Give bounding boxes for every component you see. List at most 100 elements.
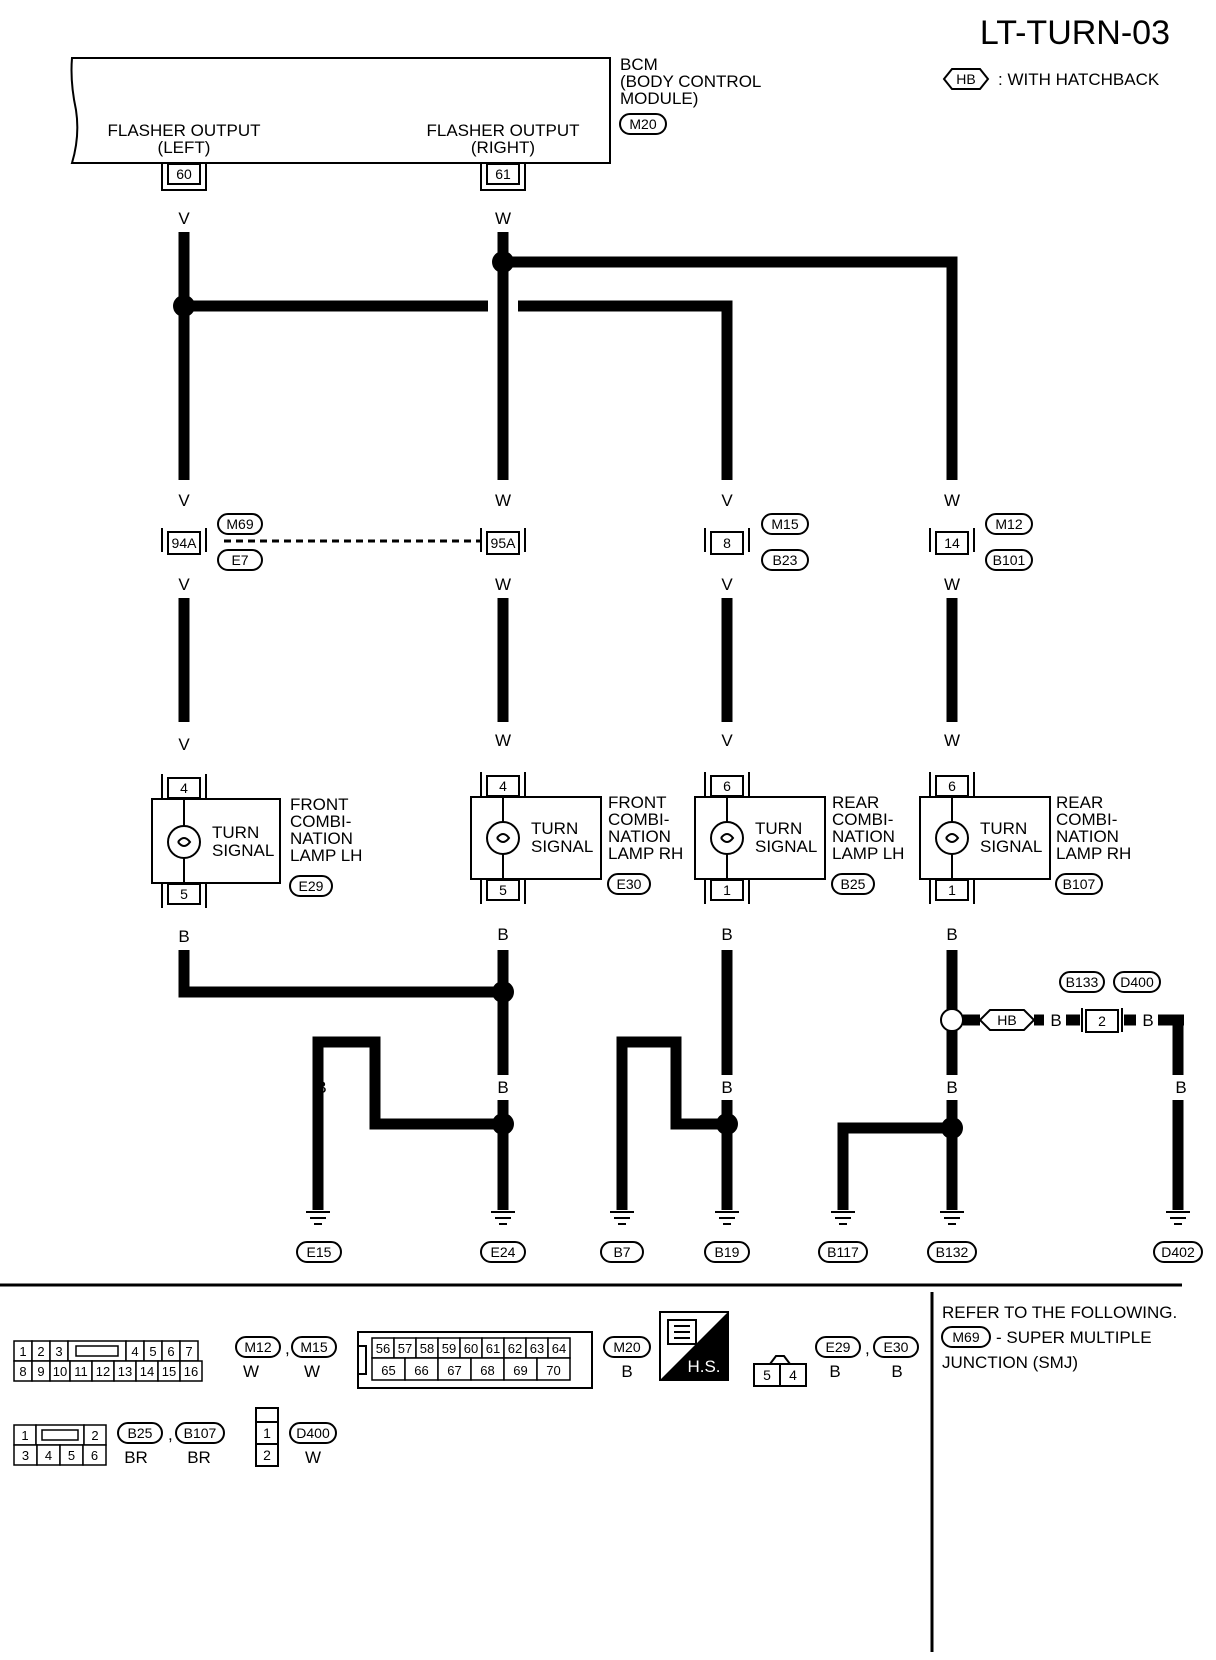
wire-color-left-upper: V bbox=[178, 209, 190, 228]
connector-view-m20-pin-57: 57 bbox=[398, 1341, 412, 1356]
connector-view-m12-pin-15: 15 bbox=[162, 1364, 176, 1379]
joint-connector-95a: 95A bbox=[480, 528, 526, 555]
lamp-front-lh-inner1: TURN bbox=[212, 823, 259, 842]
lamp-front-lh-name1: FRONT bbox=[290, 795, 349, 814]
ground-d402: D402 bbox=[1153, 1211, 1203, 1263]
connector-view-b25-pin-1: 1 bbox=[21, 1428, 28, 1443]
lamp-front-rh: 4 TURN SIGNAL 5 FRONT COMBI- NATION LAMP… bbox=[470, 772, 683, 904]
wire-color-b7: B bbox=[616, 1078, 627, 1097]
lamp-front-rh-name4: LAMP RH bbox=[608, 844, 683, 863]
connector-view-m20-pin-60: 60 bbox=[464, 1341, 478, 1356]
wire-color-b19-jumper: B bbox=[670, 1078, 681, 1097]
lower-wiring bbox=[178, 950, 1184, 1210]
connector-view-e29-sep: , bbox=[865, 1339, 870, 1358]
middle-wiring bbox=[178, 598, 958, 722]
connector-view-b25-id1: B25 bbox=[128, 1425, 153, 1441]
wire-color-col2-mid: W bbox=[495, 575, 511, 594]
connector-view-m12-sep: , bbox=[285, 1339, 290, 1358]
connector-view-m12-pin-4: 4 bbox=[131, 1344, 138, 1359]
wire-color-col4-top: W bbox=[944, 491, 960, 510]
lamp-rear-lh-inner1: TURN bbox=[755, 819, 802, 838]
connector-view-d400-color: W bbox=[305, 1448, 321, 1467]
lamp-rear-rh-name1: REAR bbox=[1056, 793, 1103, 812]
legend-hb-text: : WITH HATCHBACK bbox=[998, 70, 1160, 89]
connector-view-b25-pin-2: 2 bbox=[91, 1428, 98, 1443]
lamp-front-lh-name3: NATION bbox=[290, 829, 353, 848]
connector-view-m20-pin-67: 67 bbox=[447, 1363, 461, 1378]
lamp-rear-rh-pin-top: 6 bbox=[948, 778, 956, 794]
connector-view-m12-color2: W bbox=[304, 1362, 320, 1381]
wire-color-col2-low: W bbox=[495, 731, 511, 750]
joint-connector-95a-pin: 95A bbox=[491, 535, 517, 551]
lamp-front-rh-name3: NATION bbox=[608, 827, 671, 846]
connector-view-m12-pin-3: 3 bbox=[55, 1344, 62, 1359]
connector-view-m12-pin-10: 10 bbox=[53, 1364, 67, 1379]
wire-color-col2-top: W bbox=[495, 491, 511, 510]
connector-view-m12-pin-6: 6 bbox=[167, 1344, 174, 1359]
bulb-icon bbox=[935, 821, 969, 855]
ground-b117-id: B117 bbox=[827, 1244, 859, 1260]
connector-view-m20-pin-70: 70 bbox=[546, 1363, 560, 1378]
connector-view-m12-pin-7: 7 bbox=[185, 1344, 192, 1359]
wire-color-col1-low: V bbox=[178, 735, 190, 754]
footnote-line2: - SUPER MULTIPLE bbox=[996, 1328, 1152, 1347]
connector-view-e29-pin-b: 4 bbox=[789, 1367, 797, 1383]
joint-connector-8-bottom-id: B23 bbox=[773, 552, 798, 568]
lamp-rear-rh-inner2: SIGNAL bbox=[980, 837, 1042, 856]
wire-color-col4-mid: W bbox=[944, 575, 960, 594]
wire-color-col1-gnd: B bbox=[178, 927, 189, 946]
connector-view-m20-pin-66: 66 bbox=[414, 1363, 428, 1378]
lamp-rear-rh-name2: COMBI- bbox=[1056, 810, 1117, 829]
upper-wiring bbox=[173, 232, 958, 480]
connector-view-m20-pin-68: 68 bbox=[480, 1363, 494, 1378]
connector-view-d400-pin-2: 2 bbox=[263, 1447, 271, 1463]
footnote-line3: JUNCTION (SMJ) bbox=[942, 1353, 1078, 1372]
bulb-icon bbox=[167, 825, 201, 859]
footnote: REFER TO THE FOLLOWING. M69 - SUPER MULT… bbox=[941, 1303, 1177, 1372]
ground-b132: B132 bbox=[927, 1211, 977, 1263]
connector-view-d400: 1 2 bbox=[255, 1407, 279, 1467]
wire-color-col3-mid: V bbox=[721, 575, 733, 594]
hb-connector-id1: B133 bbox=[1066, 974, 1099, 990]
footnote-line1: REFER TO THE FOLLOWING. bbox=[942, 1303, 1177, 1322]
ground-b19: B19 bbox=[704, 1211, 750, 1263]
bcm-output-right-line2: (RIGHT) bbox=[471, 138, 535, 157]
connector-view-m12-pin-11: 11 bbox=[74, 1364, 88, 1379]
wire-color-col3-gnd: B bbox=[721, 925, 732, 944]
ground-icon bbox=[831, 1211, 855, 1225]
lamp-rear-rh-name3: NATION bbox=[1056, 827, 1119, 846]
wire-color-right-upper: W bbox=[495, 209, 511, 228]
connector-view-m12-id1: M12 bbox=[244, 1339, 271, 1355]
bcm-desc1: (BODY CONTROL bbox=[620, 72, 761, 91]
lamp-front-lh-pin-bottom: 5 bbox=[180, 886, 188, 902]
lamp-rear-rh-pin-bottom: 1 bbox=[948, 882, 956, 898]
ground-b7: B7 bbox=[600, 1211, 644, 1263]
lamp-front-rh-connector-id: E30 bbox=[617, 876, 642, 892]
ground-b19-id: B19 bbox=[715, 1244, 740, 1260]
connector-view-m20-pin-58: 58 bbox=[420, 1341, 434, 1356]
bulb-icon bbox=[486, 821, 520, 855]
lamp-rear-lh: 6 TURN SIGNAL 1 REAR COMBI- NATION LAMP … bbox=[694, 772, 904, 904]
joint-connector-14-pin: 14 bbox=[944, 535, 960, 551]
wire-color-col3-low: V bbox=[721, 731, 733, 750]
joint-connector-14-bottom-id: B101 bbox=[993, 552, 1026, 568]
bcm-pin-60-label: 60 bbox=[176, 166, 192, 182]
connector-view-b25-color2: BR bbox=[187, 1448, 211, 1467]
joint-connector-8-pin: 8 bbox=[723, 535, 731, 551]
connector-view-b25-pin-6: 6 bbox=[91, 1448, 98, 1463]
lamp-front-rh-name1: FRONT bbox=[608, 793, 667, 812]
joint-connector-94a: 94A M69 E7 bbox=[161, 513, 263, 571]
lamp-rear-rh-connector-id: B107 bbox=[1063, 876, 1096, 892]
ground-e24: E24 bbox=[480, 1211, 526, 1263]
connector-view-m12-pin-1: 1 bbox=[19, 1344, 26, 1359]
lamp-rear-rh: 6 TURN SIGNAL 1 REAR COMBI- NATION LAMP … bbox=[919, 772, 1131, 904]
joint-connector-14-top-id: M12 bbox=[995, 516, 1022, 532]
lamp-front-lh-connector-id: E29 bbox=[299, 878, 324, 894]
connector-view-b25-sep: , bbox=[168, 1425, 173, 1444]
connector-view-m20-pin-59: 59 bbox=[442, 1341, 456, 1356]
joint-connector-94a-pin: 94A bbox=[172, 535, 198, 551]
lamp-front-rh-pin-bottom: 5 bbox=[499, 882, 507, 898]
connector-view-b25-pin-3: 3 bbox=[22, 1448, 29, 1463]
